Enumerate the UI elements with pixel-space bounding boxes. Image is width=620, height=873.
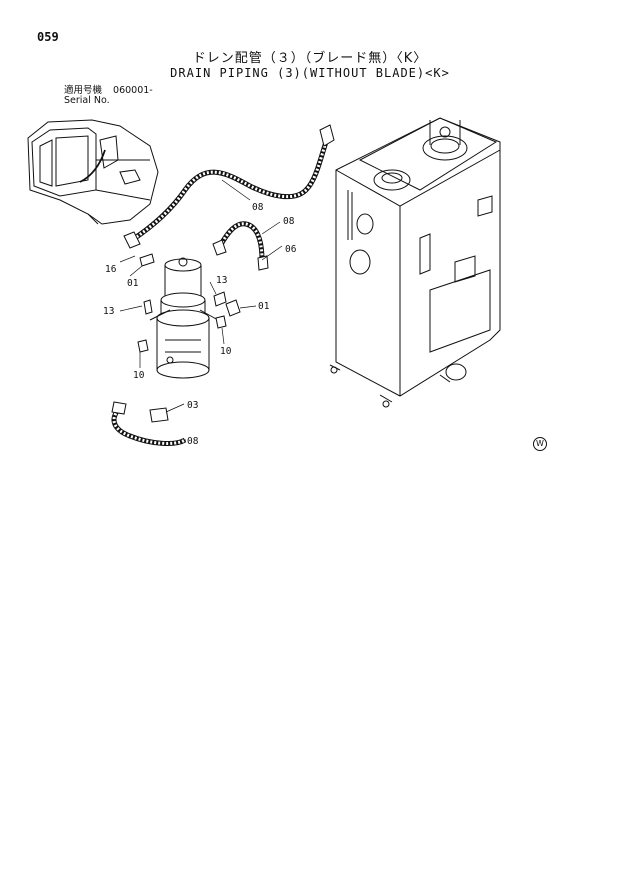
page-title-japanese: ドレン配管（３）（ブレード無）〈K〉 (192, 51, 428, 66)
hose-08-right (212, 221, 269, 271)
callout-13-left: 13 (103, 306, 114, 317)
leader-lines (119, 179, 283, 441)
excavator-thumbnail (27, 119, 159, 225)
callout-03: 03 (187, 400, 198, 411)
callout-08-lower: 08 (187, 436, 199, 447)
serial-label-japanese: 適用号機 (64, 85, 103, 96)
fittings (137, 253, 241, 353)
callout-01-right: 01 (258, 301, 270, 312)
callout-10-left: 10 (133, 370, 145, 381)
serial-label-english: Serial No. (64, 95, 110, 106)
callout-01-left: 01 (127, 278, 139, 289)
swivel-joint (149, 257, 219, 379)
callout-10-right: 10 (220, 346, 232, 357)
callout-13-right: 13 (216, 275, 227, 286)
callout-06: 06 (285, 244, 297, 255)
callout-08-upper: 08 (252, 202, 264, 213)
serial-block: 適用号機 060001- Serial No. (64, 86, 153, 106)
page-number: 059 (37, 30, 59, 44)
page-title-english: DRAIN PIPING (3)(WITHOUT BLADE)<K> (170, 66, 450, 80)
serial-value: 060001- (113, 85, 153, 96)
hose-08-lower (111, 401, 187, 446)
hydraulic-tank (329, 117, 501, 408)
callout-labels: 16 01 13 10 08 08 06 13 01 10 03 08 (103, 202, 297, 447)
market-region-mark: W (533, 437, 547, 451)
callout-08-right: 08 (283, 216, 295, 227)
callout-16: 16 (105, 264, 117, 275)
hose-08-upper (123, 124, 335, 249)
